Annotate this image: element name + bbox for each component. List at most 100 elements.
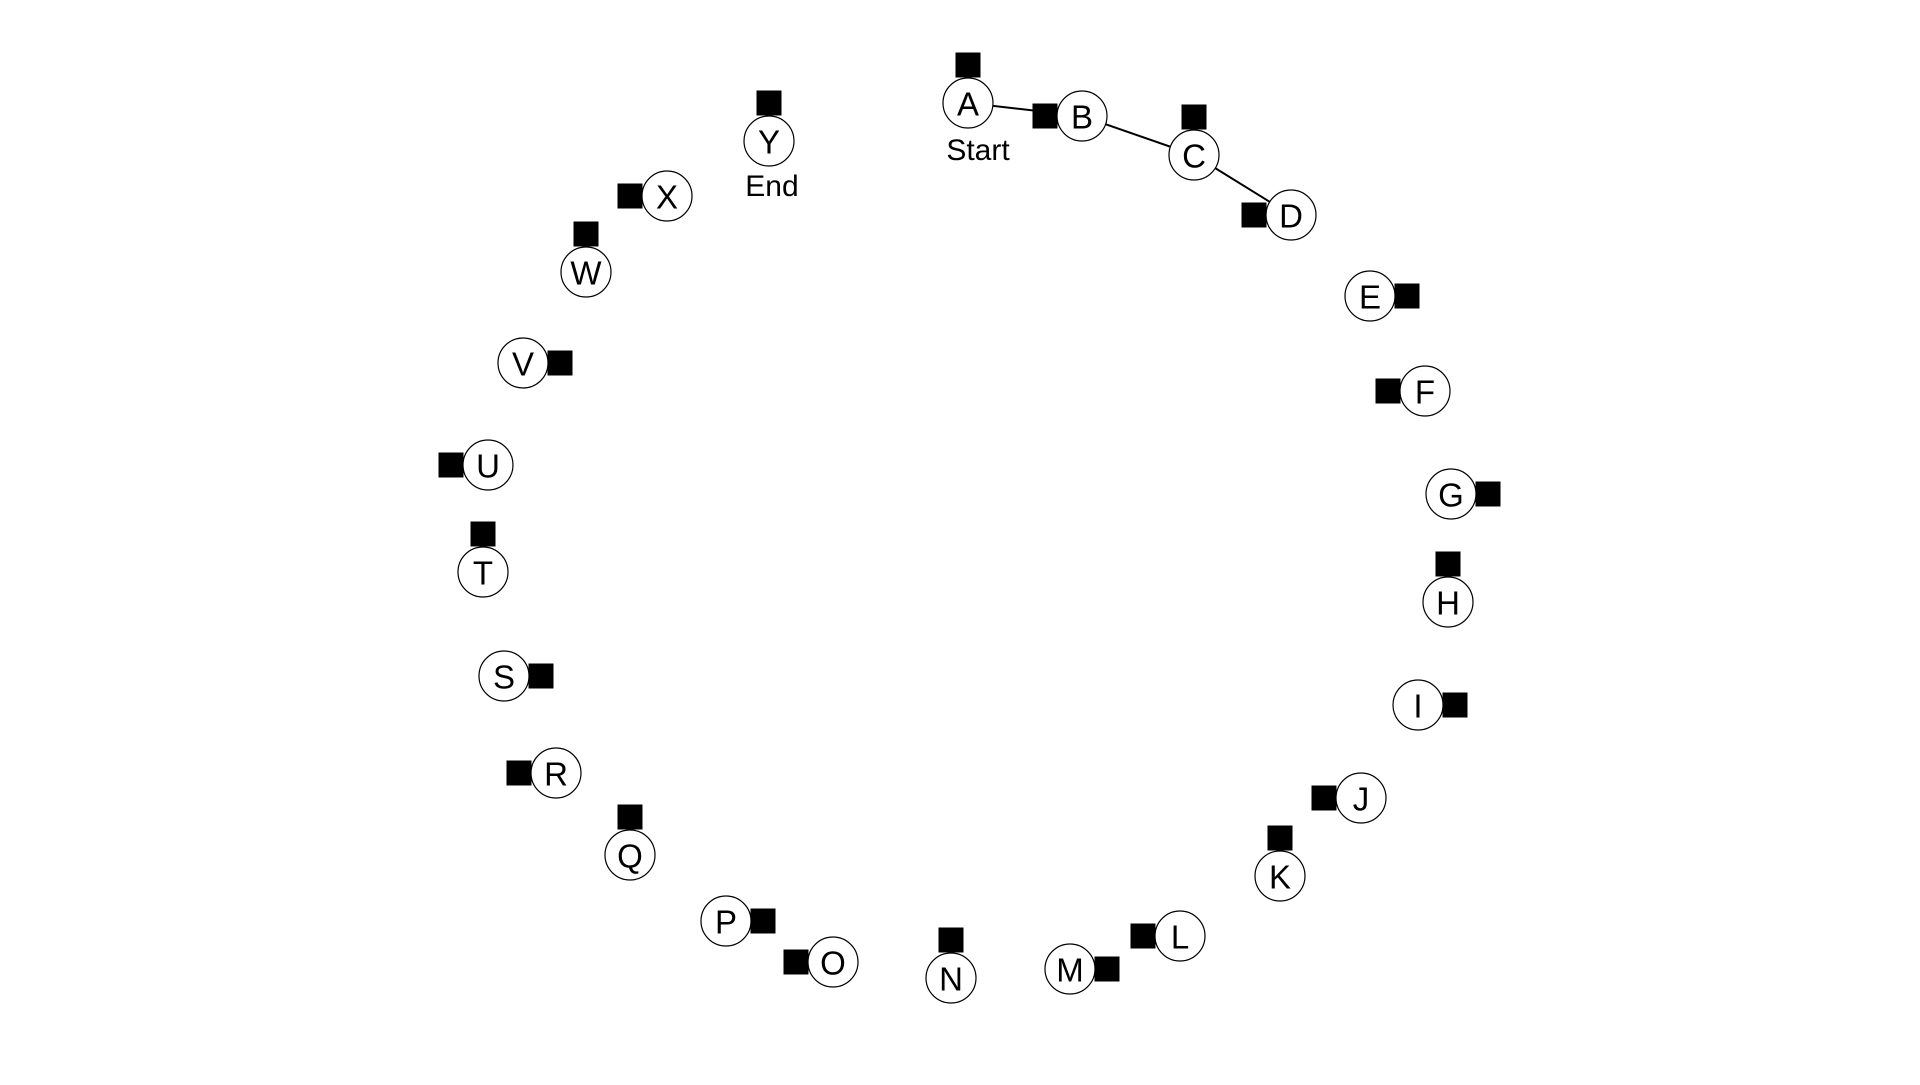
node-l[interactable]: L bbox=[1154, 910, 1206, 962]
node-circle-t[interactable] bbox=[457, 546, 509, 598]
node-k[interactable]: K bbox=[1254, 850, 1306, 902]
marker-square-a bbox=[955, 52, 981, 78]
node-g[interactable]: G bbox=[1425, 468, 1477, 520]
node-circle-b[interactable] bbox=[1056, 90, 1108, 142]
node-label-v: V bbox=[512, 346, 534, 383]
marker-square-j bbox=[1311, 785, 1337, 811]
node-t[interactable]: T bbox=[457, 546, 509, 598]
node-label-n: N bbox=[939, 961, 963, 998]
node-label-o: O bbox=[820, 945, 846, 982]
node-label-s: S bbox=[493, 659, 515, 696]
marker-square-r bbox=[506, 760, 532, 786]
node-label-k: K bbox=[1269, 859, 1291, 896]
node-y[interactable]: Y bbox=[743, 115, 795, 167]
node-v[interactable]: V bbox=[497, 337, 549, 389]
node-label-h: H bbox=[1436, 585, 1460, 622]
node-circle-j[interactable] bbox=[1335, 772, 1387, 824]
node-circle-a[interactable] bbox=[942, 77, 994, 129]
marker-square-n bbox=[938, 927, 964, 953]
node-label-l: L bbox=[1171, 919, 1189, 956]
node-f[interactable]: F bbox=[1399, 365, 1451, 417]
node-label-q: Q bbox=[617, 838, 643, 875]
node-i[interactable]: I bbox=[1392, 679, 1444, 731]
start-label: Start bbox=[946, 134, 1010, 167]
node-label-i: I bbox=[1413, 688, 1422, 725]
node-label-c: C bbox=[1182, 138, 1206, 175]
node-s[interactable]: S bbox=[478, 650, 530, 702]
node-circle-h[interactable] bbox=[1422, 576, 1474, 628]
node-circle-n[interactable] bbox=[925, 952, 977, 1004]
node-r[interactable]: R bbox=[530, 747, 582, 799]
node-label-a: A bbox=[957, 86, 979, 123]
node-e[interactable]: E bbox=[1344, 270, 1396, 322]
node-circle-p[interactable] bbox=[700, 895, 752, 947]
node-label-x: X bbox=[656, 179, 678, 216]
end-label: End bbox=[745, 170, 798, 203]
marker-square-d bbox=[1241, 202, 1267, 228]
node-circle-y[interactable] bbox=[743, 115, 795, 167]
node-o[interactable]: O bbox=[807, 936, 859, 988]
marker-square-h bbox=[1435, 551, 1461, 577]
node-label-m: M bbox=[1056, 952, 1084, 989]
marker-square-g bbox=[1475, 481, 1501, 507]
node-circles: A B C D E F G H I J K L M N O P Q R S T U V W X Y bbox=[457, 77, 1477, 1004]
node-circle-k[interactable] bbox=[1254, 850, 1306, 902]
node-circle-o[interactable] bbox=[807, 936, 859, 988]
node-circle-w[interactable] bbox=[560, 246, 612, 298]
node-d[interactable]: D bbox=[1265, 189, 1317, 241]
node-label-t: T bbox=[473, 555, 493, 592]
node-q[interactable]: Q bbox=[604, 829, 656, 881]
marker-square-w bbox=[573, 221, 599, 247]
marker-square-k bbox=[1267, 825, 1293, 851]
node-circle-g[interactable] bbox=[1425, 468, 1477, 520]
node-h[interactable]: H bbox=[1422, 576, 1474, 628]
marker-square-o bbox=[783, 949, 809, 975]
node-circle-c[interactable] bbox=[1168, 129, 1220, 181]
node-markers bbox=[438, 52, 1501, 982]
node-circle-x[interactable] bbox=[641, 170, 693, 222]
node-circle-f[interactable] bbox=[1399, 365, 1451, 417]
node-p[interactable]: P bbox=[700, 895, 752, 947]
marker-square-m bbox=[1094, 956, 1120, 982]
node-label-r: R bbox=[544, 756, 568, 793]
node-circle-v[interactable] bbox=[497, 337, 549, 389]
node-label-u: U bbox=[476, 448, 500, 485]
node-x[interactable]: X bbox=[641, 170, 693, 222]
node-n[interactable]: N bbox=[925, 952, 977, 1004]
node-w[interactable]: W bbox=[560, 246, 612, 298]
node-label-b: B bbox=[1071, 99, 1093, 136]
node-c[interactable]: C bbox=[1168, 129, 1220, 181]
node-circle-i[interactable] bbox=[1392, 679, 1444, 731]
node-a[interactable]: A bbox=[942, 77, 994, 129]
node-label-d: D bbox=[1279, 198, 1303, 235]
marker-square-q bbox=[617, 804, 643, 830]
node-circle-m[interactable] bbox=[1044, 943, 1096, 995]
node-m[interactable]: M bbox=[1044, 943, 1096, 995]
marker-square-t bbox=[470, 521, 496, 547]
node-circle-u[interactable] bbox=[462, 439, 514, 491]
node-b[interactable]: B bbox=[1056, 90, 1108, 142]
marker-square-c bbox=[1181, 104, 1207, 130]
node-circle-q[interactable] bbox=[604, 829, 656, 881]
node-label-f: F bbox=[1415, 374, 1435, 411]
node-label-j: J bbox=[1353, 781, 1370, 818]
marker-square-v bbox=[547, 350, 573, 376]
node-u[interactable]: U bbox=[462, 439, 514, 491]
marker-square-l bbox=[1130, 923, 1156, 949]
marker-square-b bbox=[1032, 103, 1058, 129]
node-circle-l[interactable] bbox=[1154, 910, 1206, 962]
node-circle-s[interactable] bbox=[478, 650, 530, 702]
marker-square-p bbox=[750, 908, 776, 934]
marker-square-y bbox=[756, 90, 782, 116]
node-circle-e[interactable] bbox=[1344, 270, 1396, 322]
node-label-y: Y bbox=[758, 124, 780, 161]
node-circle-d[interactable] bbox=[1265, 189, 1317, 241]
marker-square-i bbox=[1442, 692, 1468, 718]
connection-lines bbox=[967, 102, 1292, 216]
node-circle-r[interactable] bbox=[530, 747, 582, 799]
node-label-w: W bbox=[570, 255, 602, 292]
node-j[interactable]: J bbox=[1335, 772, 1387, 824]
node-label-g: G bbox=[1438, 477, 1464, 514]
